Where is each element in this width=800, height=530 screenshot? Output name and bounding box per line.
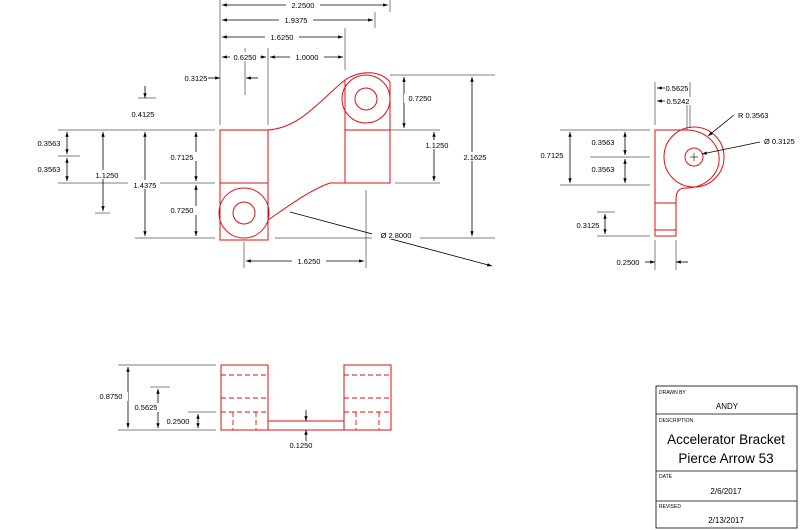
revised-label: REVISED	[659, 504, 681, 510]
revised-value: 2/13/2017	[708, 516, 744, 525]
dim-0-6250: 0.6250	[234, 53, 257, 62]
side-dim-0-3563-b: 0.3563	[592, 165, 615, 174]
front-dim-0-2500: 0.2500	[167, 417, 190, 426]
date-value: 2/6/2017	[710, 487, 742, 496]
front-view	[220, 364, 392, 431]
top-view	[218, 72, 391, 241]
dim-0-3563-b: 0.3563	[38, 165, 61, 174]
dim-diam-2-8000: Ø 2.8000	[381, 231, 412, 240]
title-block-frame	[655, 385, 798, 529]
dim-0-7125: 0.7125	[171, 153, 194, 162]
top-boss-left	[218, 187, 270, 239]
title-block: DRAWN BY ANDY DESCRIPTION Accelerator Br…	[655, 385, 798, 529]
dim-0-3125-top: 0.3125	[185, 74, 208, 83]
dim-1-4375: 1.4375	[134, 181, 157, 190]
description-label: DESCRIPTION	[659, 418, 694, 424]
dim-2-1625: 2.1625	[464, 153, 487, 162]
front-view-outline	[220, 364, 392, 431]
dim-1-6250-bottom: 1.6250	[298, 257, 321, 266]
side-dim-0-5242: 0.5242	[667, 97, 690, 106]
dim-0-7250-left: 0.7250	[171, 206, 194, 215]
description-line-2: Pierce Arrow 53	[678, 451, 773, 466]
top-view-outline	[219, 72, 391, 241]
description-line-1: Accelerator Bracket	[667, 432, 785, 447]
dim-1-1250-right: 1.1250	[426, 141, 449, 150]
side-view-outline	[654, 129, 720, 237]
top-hole-right	[354, 87, 378, 111]
top-boss-right	[341, 74, 391, 124]
top-view-dimensions: 2.2500 1.9375 1.6250 0.6250 1.0000 0.312…	[38, 0, 495, 268]
front-view-dimensions: 0.8750 0.5625 0.2500 0.1250	[98, 364, 313, 450]
front-dim-0-8750: 0.8750	[100, 392, 123, 401]
side-dim-0-7125: 0.7125	[541, 151, 564, 160]
side-boss	[663, 126, 725, 188]
dim-0-4125: 0.4125	[132, 110, 155, 119]
side-dim-0-3125: 0.3125	[577, 221, 600, 230]
dim-1-6250-top: 1.6250	[271, 33, 294, 42]
side-view	[654, 126, 725, 237]
side-dim-radius: R 0.3563	[738, 111, 768, 120]
side-dim-0-3563-a: 0.3563	[592, 138, 615, 147]
dim-1-0000: 1.0000	[296, 53, 319, 62]
side-dim-0-5625: 0.5625	[666, 84, 689, 93]
front-dim-0-1250: 0.1250	[290, 441, 313, 450]
drawn-by-value: ANDY	[716, 402, 739, 411]
drawn-by-label: DRAWN BY	[659, 390, 686, 396]
dim-1-9375: 1.9375	[285, 16, 308, 25]
front-dim-0-5625: 0.5625	[135, 403, 158, 412]
dim-0-3563-a: 0.3563	[38, 139, 61, 148]
dim-1-1250-left: 1.1250	[96, 171, 119, 180]
side-dim-0-2500: 0.2500	[617, 258, 640, 267]
date-label: DATE	[659, 474, 673, 480]
side-view-dimensions: 0.5625 0.5242 R 0.3563 Ø 0.3125 0.7125 0…	[538, 82, 795, 270]
top-hole-left	[232, 201, 256, 225]
dim-2-2500: 2.2500	[292, 1, 315, 10]
side-hole	[684, 147, 704, 167]
side-dim-diam: Ø 0.3125	[764, 137, 795, 146]
dim-0-7250-right: 0.7250	[409, 94, 432, 103]
